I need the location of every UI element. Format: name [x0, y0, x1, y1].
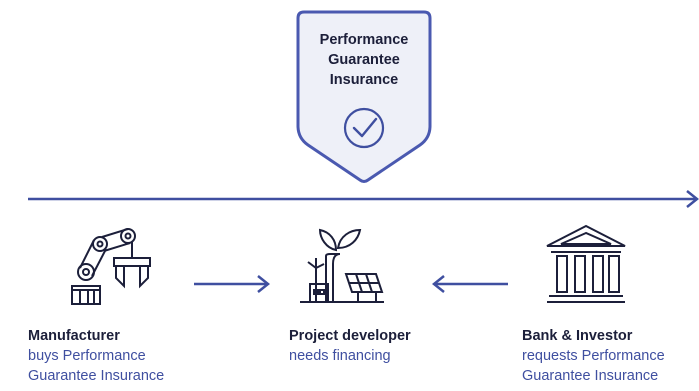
- manufacturer-label: Manufacturer buys Performance Guarantee …: [28, 326, 164, 386]
- actor-title: Project developer: [289, 328, 411, 344]
- actor-description: buys Performance: [28, 348, 146, 364]
- project-developer-label: Project developer needs financing: [289, 326, 411, 366]
- actor-description: Guarantee Insurance: [522, 368, 659, 384]
- check-circle-icon: [343, 107, 385, 149]
- robot-arm-icon: [71, 228, 151, 305]
- actor-title: Bank & Investor: [522, 328, 633, 344]
- actor-description: requests Performance: [522, 348, 665, 364]
- bank-icon: [546, 224, 626, 303]
- performance-guarantee-shield: [296, 10, 432, 183]
- shield-title: Performance Guarantee Insurance: [294, 30, 434, 90]
- arrow-right-icon: [194, 275, 271, 293]
- renewable-plant-icon: [300, 228, 384, 303]
- actor-title: Manufacturer: [28, 328, 120, 344]
- shield-line: Guarantee: [328, 52, 400, 68]
- shield-line: Performance: [319, 32, 409, 48]
- arrow-left-icon: [431, 275, 508, 293]
- shield-line: Insurance: [329, 72, 399, 88]
- bank-investor-label: Bank & Investor requests Performance Gua…: [522, 326, 665, 386]
- actor-description: Guarantee Insurance: [28, 368, 165, 384]
- actor-description: needs financing: [289, 348, 391, 364]
- timeline-arrow: [28, 190, 699, 208]
